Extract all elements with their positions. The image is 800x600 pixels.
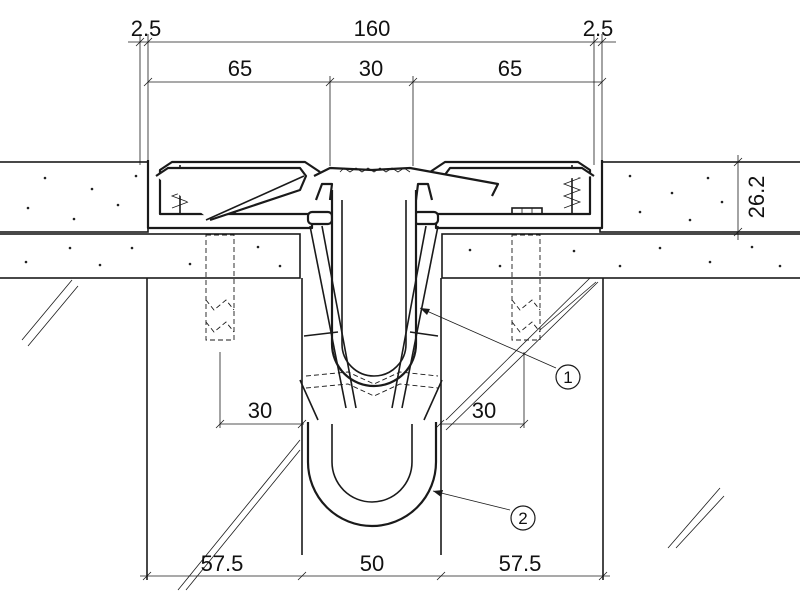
wall-edges	[146, 278, 604, 580]
concrete-aggregate-dots	[24, 174, 782, 268]
right-anchor	[511, 234, 541, 341]
dim-top-gap: 30	[359, 56, 383, 81]
left-frame-profile	[146, 160, 321, 230]
upper-seal	[309, 190, 439, 409]
callout-1-number: 1	[563, 368, 572, 387]
dim-bottom-left: 57.5	[201, 551, 244, 576]
dim-top-total: 160	[354, 16, 391, 41]
wall-hatching	[21, 277, 725, 591]
callout-1: 1	[419, 307, 581, 390]
right-frame-profile	[429, 160, 604, 230]
lower-seal	[299, 331, 443, 528]
left-clip	[306, 182, 334, 226]
dim-mid-right: 30	[472, 398, 496, 423]
dim-top-left-span: 65	[228, 56, 252, 81]
dim-top-right-edge: 2.5	[583, 16, 614, 41]
dim-top-right-span: 65	[498, 56, 522, 81]
callout-2: 2	[432, 490, 536, 531]
dim-mid-left: 30	[248, 398, 272, 423]
dim-slab-thickness: 26.2	[744, 176, 769, 219]
dimension-lines	[128, 34, 800, 581]
dim-bottom-gap: 50	[360, 551, 384, 576]
left-anchor	[205, 234, 235, 341]
cover-plate	[313, 166, 500, 197]
dim-bottom-right: 57.5	[499, 551, 542, 576]
left-slab	[0, 161, 301, 279]
dim-top-left-edge: 2.5	[131, 16, 162, 41]
right-clip	[412, 182, 440, 226]
callout-2-number: 2	[518, 509, 527, 528]
